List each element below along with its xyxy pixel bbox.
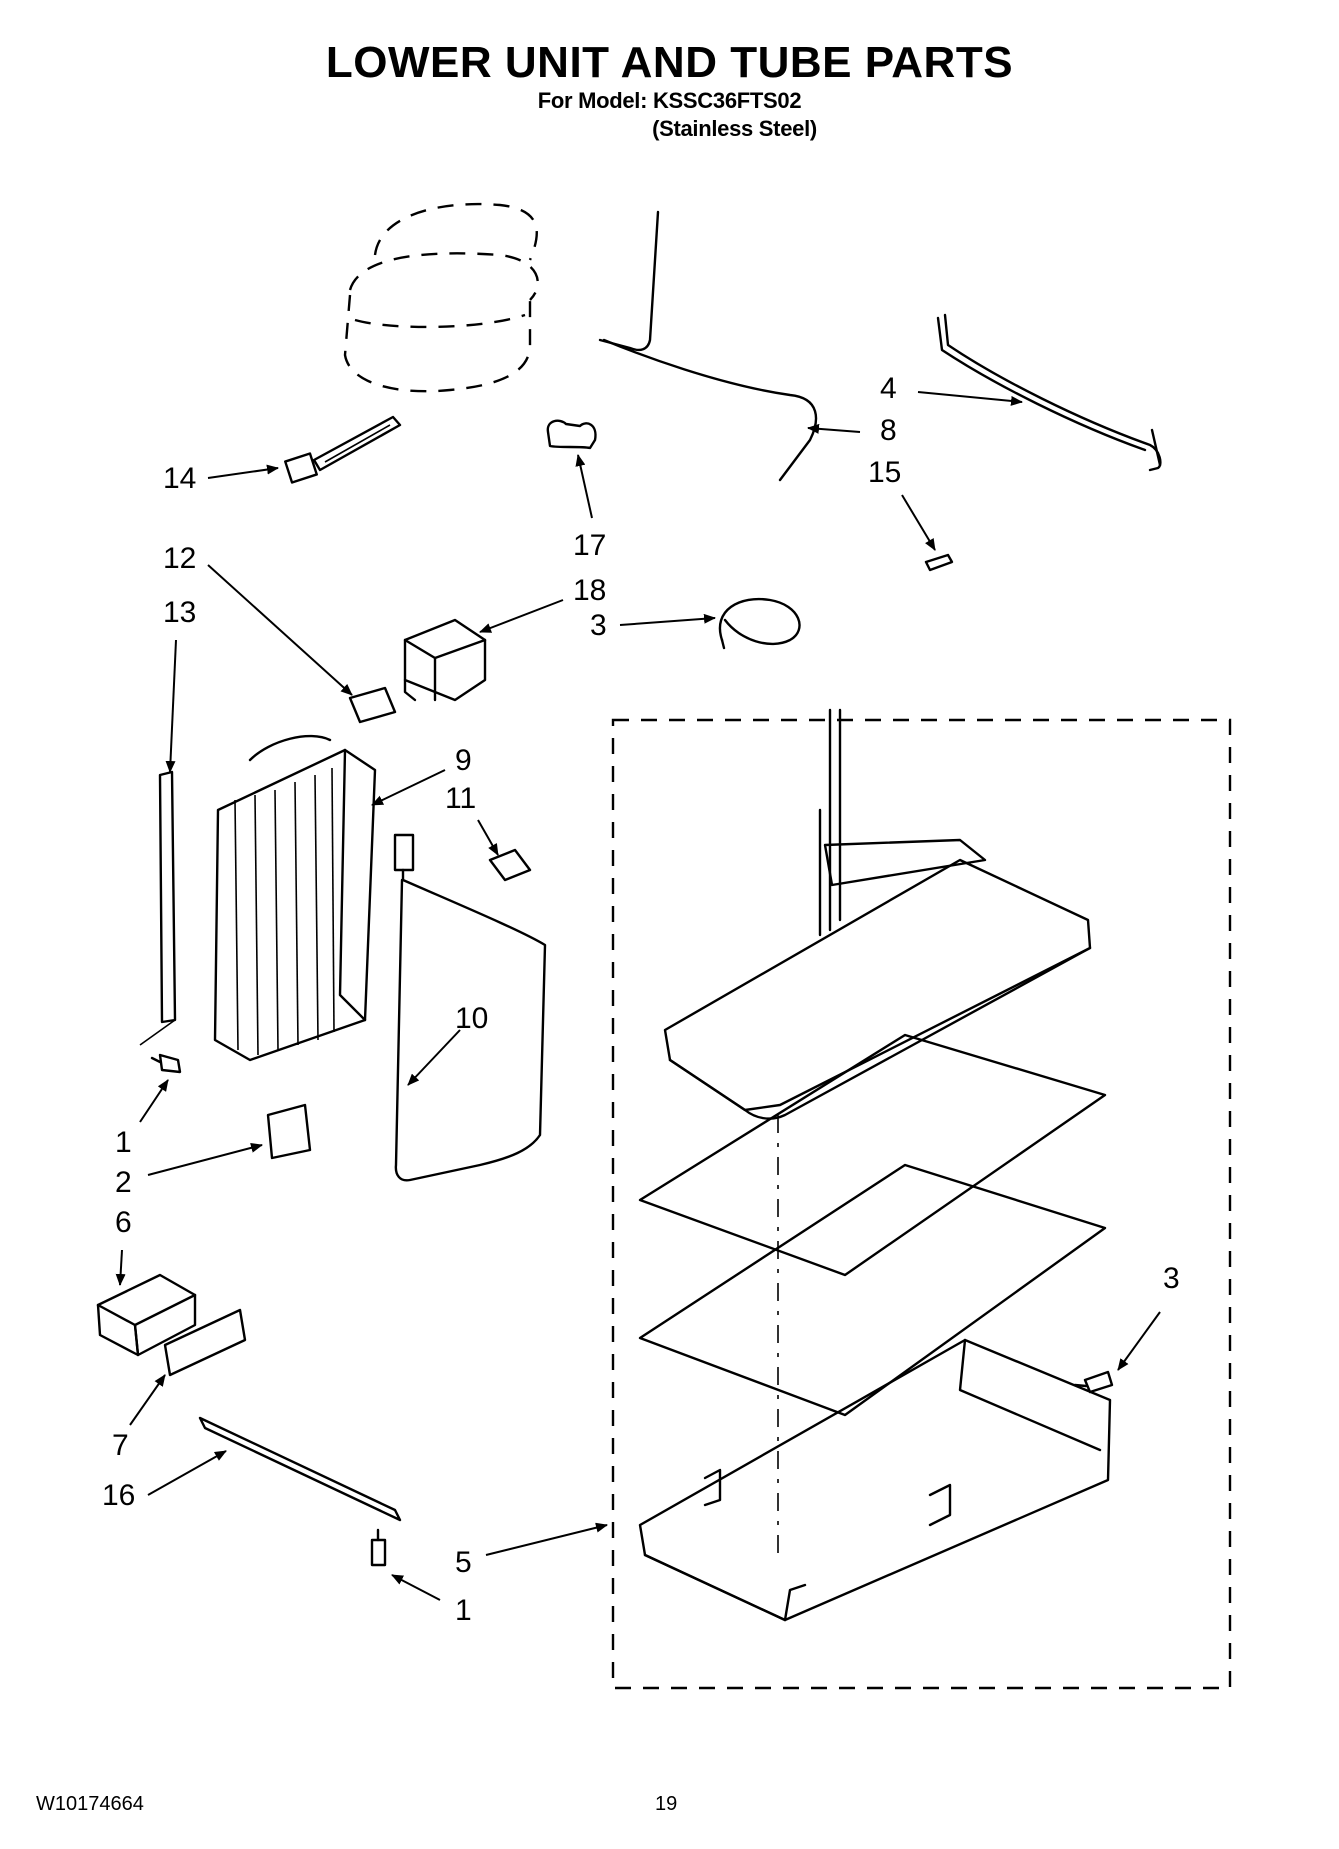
callout-3-lower: 3 [1163, 1262, 1180, 1295]
part-18-bracket [403, 618, 487, 702]
callout-17: 17 [573, 529, 606, 562]
part-7-plate [163, 1308, 247, 1377]
part-1-screw-lower [370, 1528, 387, 1567]
callout-11: 11 [445, 782, 476, 815]
callout-1-upper: 1 [115, 1126, 132, 1159]
page-title: LOWER UNIT AND TUBE PARTS [325, 38, 1014, 87]
part-15-clip [924, 553, 954, 572]
part-5-housing [638, 1338, 1112, 1622]
part-6-bracket [96, 1273, 197, 1357]
insulation-panels [638, 1033, 1107, 1560]
compressor-outline [343, 202, 539, 393]
callout-15: 15 [868, 456, 901, 489]
leader-lines [115, 391, 1161, 1601]
callout-2: 2 [115, 1166, 132, 1199]
part-1-screw-upper [150, 1053, 182, 1074]
part-17-clip [546, 419, 597, 450]
part-14-cable-tie [284, 415, 402, 484]
callout-12: 12 [163, 542, 196, 575]
callout-14: 14 [163, 462, 196, 495]
drain-pan-upper [663, 708, 1092, 1120]
callout-5: 5 [455, 1546, 472, 1579]
page-number: 19 [655, 1793, 678, 1815]
part-2-bracket [266, 1103, 312, 1160]
part-13-strip [139, 770, 177, 1046]
callout-16: 16 [102, 1479, 135, 1512]
part-12-plate [348, 686, 397, 724]
document-number: W10174664 [36, 1793, 144, 1815]
part-9-evaporator [213, 734, 377, 1062]
callout-18: 18 [573, 574, 606, 607]
finish-line: (Stainless Steel) [652, 116, 817, 141]
callout-10: 10 [455, 1002, 488, 1035]
callout-13: 13 [163, 596, 196, 629]
part-10-heater [393, 833, 547, 1182]
part-3-screw-right [1073, 1370, 1114, 1394]
callout-labels: 4 8 15 14 17 12 13 18 3 9 11 10 1 2 6 3 … [102, 372, 1180, 1627]
part-4-tube [936, 313, 1162, 472]
part-16-strip [198, 1416, 402, 1522]
part-5-assembly-box [611, 718, 1232, 1690]
part-8-tube [598, 210, 818, 482]
callout-4: 4 [880, 372, 897, 405]
part-3-tube [718, 597, 801, 650]
callout-1-lower: 1 [455, 1594, 472, 1627]
callout-6: 6 [115, 1206, 132, 1239]
callout-8: 8 [880, 414, 897, 447]
part-11-clip [488, 848, 532, 882]
callout-3-upper: 3 [590, 609, 607, 642]
callout-9: 9 [455, 744, 472, 777]
callout-7: 7 [112, 1429, 129, 1462]
model-line: For Model: KSSC36FTS02 [537, 88, 802, 113]
